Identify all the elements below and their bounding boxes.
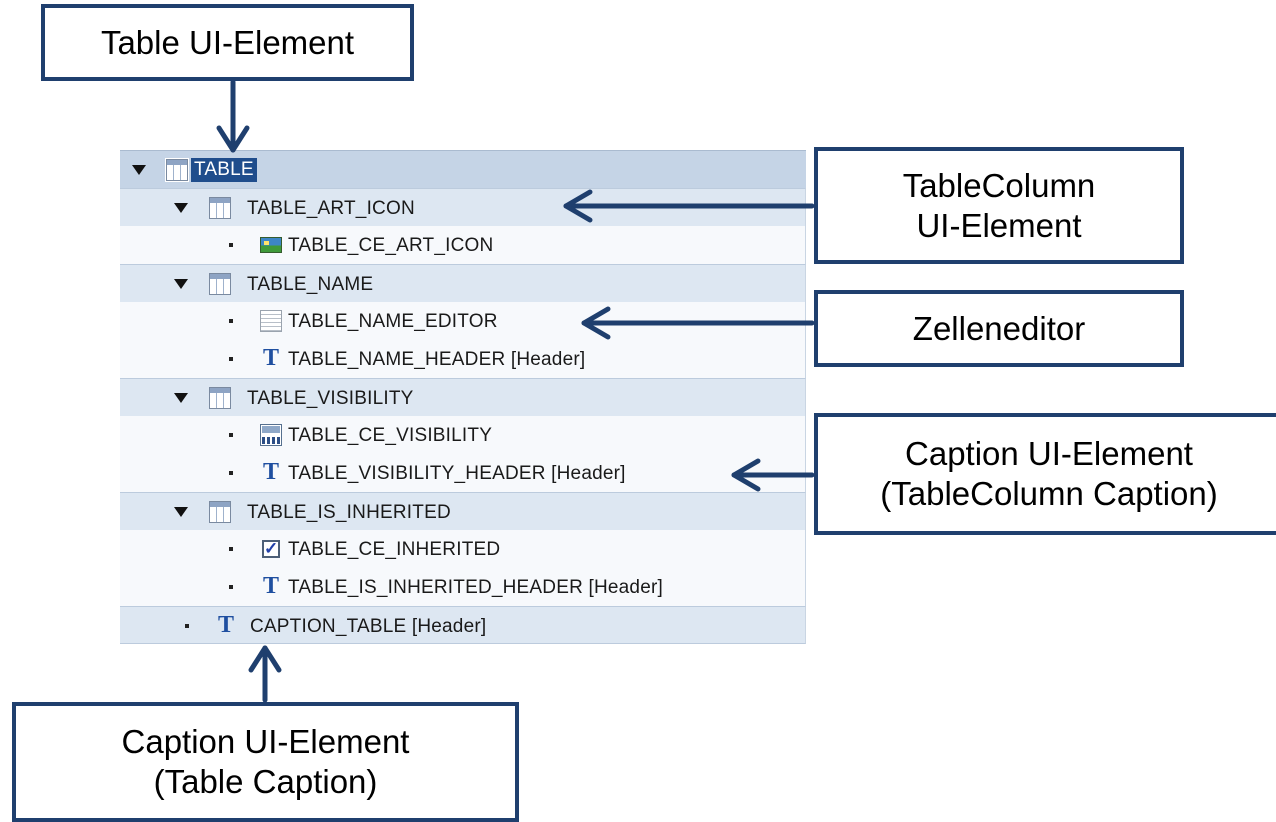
tree-node-table-art-icon[interactable]: TABLE_ART_ICON [120,188,806,226]
tree-node-table-name-header[interactable]: T TABLE_NAME_HEADER [Header] [120,340,806,378]
callout-text-line2: (TableColumn Caption) [880,475,1218,512]
table-column-icon [209,197,231,219]
tree-node-label: TABLE_NAME_EDITOR [288,311,498,332]
callout-text-line1: Caption UI-Element [905,435,1193,472]
bullet-icon [229,471,233,475]
bullet-icon [229,585,233,589]
callout-text-line1: TableColumn [902,166,1096,204]
bullet-icon [229,357,233,361]
tree-node-label: TABLE_NAME_HEADER [Header] [288,349,586,370]
tree-node-label: TABLE [191,158,257,182]
text-view-icon [260,310,282,332]
caption-icon: T [262,345,279,371]
tree-node-table-visibility[interactable]: TABLE_VISIBILITY [120,378,806,416]
table-column-icon [209,273,231,295]
tree-node-table-name[interactable]: TABLE_NAME [120,264,806,302]
cell-editor-callout: Zelleneditor [814,290,1184,367]
callout-text: Zelleneditor [912,309,1086,347]
caption-icon: T [262,459,279,485]
tree-node-label: TABLE_IS_INHERITED [247,502,451,523]
callout-text-line2: UI-Element [916,206,1082,244]
tree-node-caption-table[interactable]: T CAPTION_TABLE [Header] [120,606,806,644]
table-column-icon [209,387,231,409]
caption-icon: T [262,573,279,599]
table-icon [166,159,188,181]
tree-node-table[interactable]: TABLE [120,150,806,188]
tree-node-label: TABLE_VISIBILITY_HEADER [Header] [288,463,626,484]
column-caption-callout: Caption UI-Element (TableColumn Caption) [814,413,1276,535]
callout-text-line2: (Table Caption) [153,763,378,800]
tree-node-label: TABLE_CE_VISIBILITY [288,425,493,446]
tree-node-label: TABLE_CE_INHERITED [288,539,501,560]
tree-node-label: TABLE_ART_ICON [247,198,415,219]
tree-node-table-is-inherited-header[interactable]: T TABLE_IS_INHERITED_HEADER [Header] [120,568,806,606]
tree-node-table-ce-art-icon[interactable]: TABLE_CE_ART_ICON [120,226,806,264]
tree-node-table-ce-visibility[interactable]: TABLE_CE_VISIBILITY [120,416,806,454]
table-ui-element-callout: Table UI-Element [41,4,414,81]
tablecolumn-ui-element-callout: TableColumn UI-Element [814,147,1184,264]
bullet-icon [229,433,233,437]
tree-node-label: CAPTION_TABLE [Header] [250,616,487,637]
tree-node-table-ce-inherited[interactable]: ✓ TABLE_CE_INHERITED [120,530,806,568]
tree-node-label: TABLE_NAME [247,274,374,295]
tree-node-label: TABLE_VISIBILITY [247,388,414,409]
caption-icon: T [217,612,234,638]
dropdown-icon [260,424,282,446]
arrow-to-table [216,79,250,153]
tree-node-table-name-editor[interactable]: TABLE_NAME_EDITOR [120,302,806,340]
expand-triangle-icon[interactable] [174,279,188,289]
checkbox-icon: ✓ [262,539,280,558]
expand-triangle-icon[interactable] [174,203,188,213]
table-column-icon [209,501,231,523]
bullet-icon [185,624,189,628]
ui-element-tree: TABLE TABLE_ART_ICON TABLE_CE_ART_ICON T… [120,150,806,644]
expand-triangle-icon[interactable] [174,507,188,517]
tree-node-table-visibility-header[interactable]: T TABLE_VISIBILITY_HEADER [Header] [120,454,806,492]
bullet-icon [229,243,233,247]
tree-node-label: TABLE_CE_ART_ICON [288,235,494,256]
tree-node-label: TABLE_IS_INHERITED_HEADER [Header] [288,577,663,598]
bullet-icon [229,547,233,551]
table-caption-callout: Caption UI-Element (Table Caption) [12,702,519,822]
callout-text-line1: Caption UI-Element [121,723,410,760]
arrow-to-table-caption [248,645,282,703]
expand-triangle-icon[interactable] [174,393,188,403]
bullet-icon [229,319,233,323]
callout-text: Table UI-Element [100,23,355,61]
expand-triangle-icon[interactable] [132,165,146,175]
image-icon [260,237,282,253]
tree-node-table-is-inherited[interactable]: TABLE_IS_INHERITED [120,492,806,530]
